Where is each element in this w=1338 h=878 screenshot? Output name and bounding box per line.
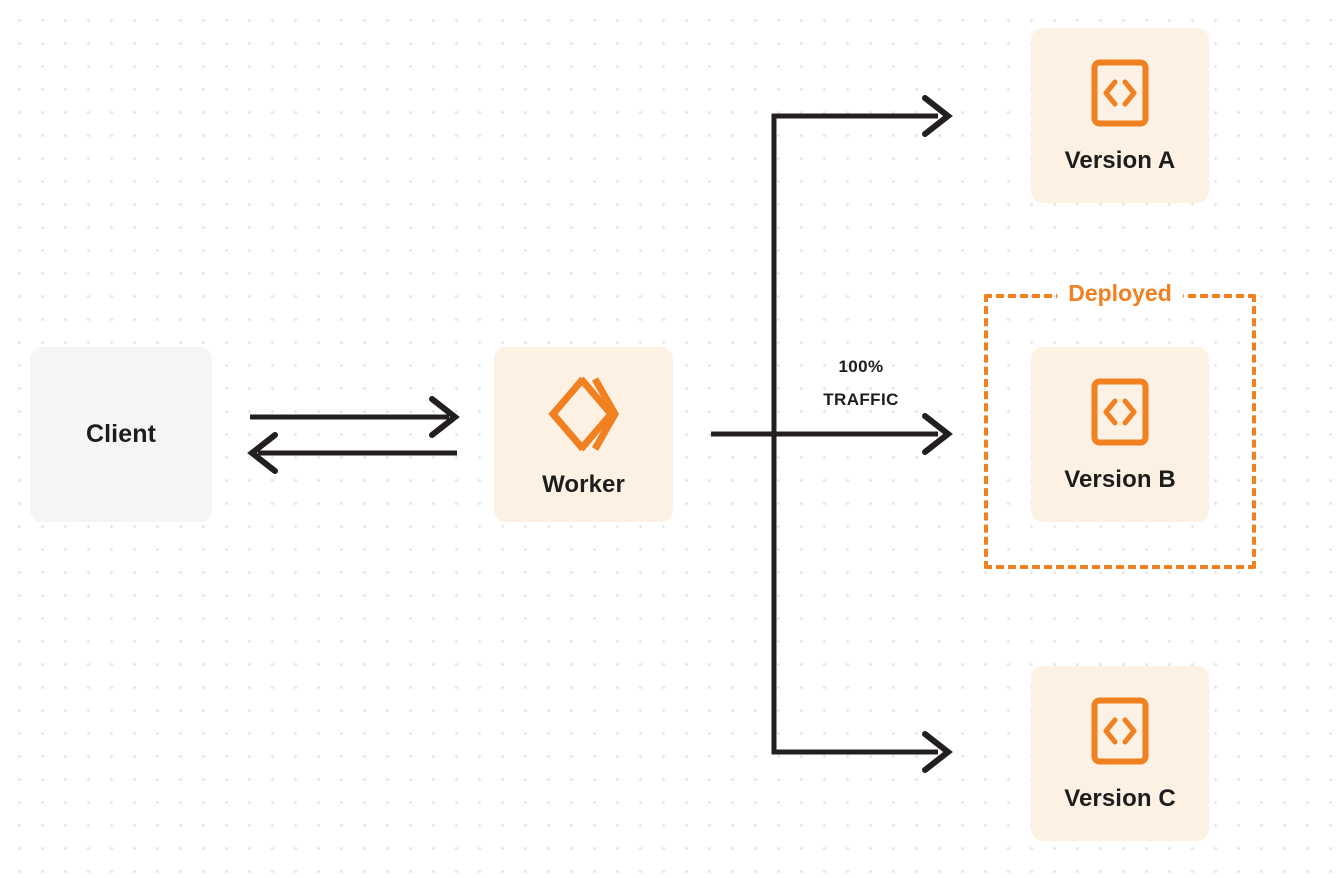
arrow-right-icon (922, 413, 953, 455)
node-client-label: Client (85, 420, 157, 448)
node-client[interactable]: Client (30, 347, 212, 522)
node-worker[interactable]: Worker (494, 347, 673, 522)
node-version-b[interactable]: Version B (1031, 347, 1209, 522)
edge-worker-to-version-b (711, 413, 953, 455)
node-version-a[interactable]: Version A (1031, 28, 1209, 203)
traffic-percent: 100% (838, 357, 884, 376)
edge-client-to-worker (250, 396, 460, 438)
traffic-label: 100% TRAFFIC (790, 350, 932, 416)
arrow-right-icon (922, 731, 953, 773)
cloudflare-workers-logo-icon (545, 373, 623, 455)
code-file-icon (1091, 697, 1149, 765)
deployed-group-label: Deployed (1057, 281, 1183, 305)
arrow-left-icon (247, 432, 278, 474)
traffic-word: TRAFFIC (823, 390, 899, 410)
edge-bus-to-version-c (772, 731, 953, 773)
arrow-right-icon (429, 396, 460, 438)
edge-bus-to-version-a (772, 95, 953, 137)
deployed-group: Deployed (984, 281, 1256, 569)
edge-worker-to-client (247, 432, 457, 474)
node-worker-label: Worker (542, 470, 625, 498)
node-version-c[interactable]: Version C (1031, 666, 1209, 841)
node-version-b-label: Version B (1064, 465, 1176, 493)
node-version-a-label: Version A (1064, 146, 1176, 174)
arrow-right-icon (922, 95, 953, 137)
node-version-c-label: Version C (1064, 784, 1176, 812)
code-file-icon (1091, 59, 1149, 127)
code-file-icon (1091, 378, 1149, 446)
